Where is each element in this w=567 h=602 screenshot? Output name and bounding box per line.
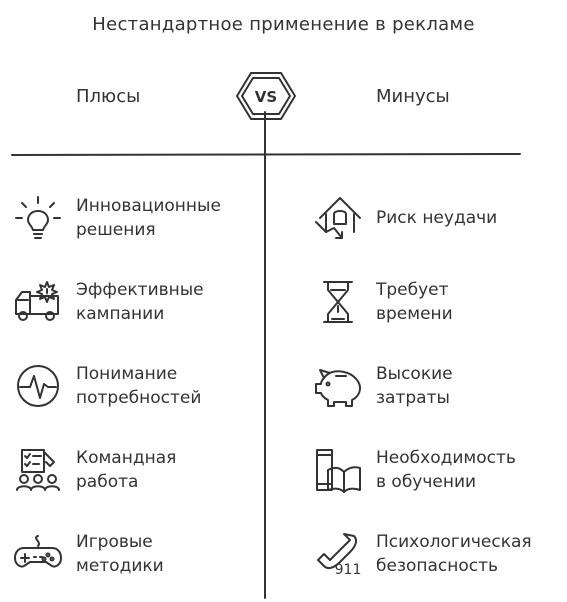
pros-item-label-line1: Инновационные <box>76 196 221 216</box>
pulse-icon <box>17 365 59 407</box>
pros-item-label-line2: работа <box>76 472 139 492</box>
phone-book-icon <box>316 449 361 493</box>
pros-item-label-line2: методики <box>76 556 164 576</box>
piggy-bank-icon <box>315 369 361 407</box>
cons-item: Высокие затраты <box>314 362 453 410</box>
pros-item: Игровые методики <box>14 530 164 578</box>
pros-heading: Плюсы <box>76 86 141 107</box>
emergency-number: 911 <box>335 562 362 578</box>
pros-item: Понимание потребностей <box>14 362 201 410</box>
pros-item-label-line2: кампании <box>76 304 165 324</box>
cons-item-label-line2: безопасность <box>376 556 499 576</box>
team-checklist-icon <box>16 449 60 491</box>
cons-item-label-line1: Риск неудачи <box>376 208 498 228</box>
lightbulb-icon <box>15 196 61 239</box>
cons-item: Требует времени <box>314 278 453 326</box>
cons-item: Риск неудачи <box>314 194 497 242</box>
cons-item-label-line2: в обучении <box>376 472 477 492</box>
vs-label: VS <box>255 88 277 106</box>
cons-heading: Минусы <box>376 86 450 107</box>
pros-item: Командная работа <box>14 446 176 494</box>
cons-item: 911 Психологическая безопасность <box>314 530 532 578</box>
pros-item-label-line1: Командная <box>76 448 177 468</box>
hourglass-icon <box>323 281 353 323</box>
gamepad-icon <box>14 535 62 568</box>
cons-item: Необходимость в обучении <box>314 446 516 494</box>
house-down-icon <box>315 197 361 239</box>
vertical-divider <box>263 111 267 599</box>
cons-item-label-line1: Необходимость <box>376 448 516 468</box>
pros-item-label-line1: Эффективные <box>76 280 204 300</box>
cons-item-label-line2: времени <box>376 304 453 324</box>
emergency-phone-icon: 911 <box>317 533 362 578</box>
cons-item-label-line1: Психологическая <box>376 532 532 552</box>
pros-item-label-line1: Игровые <box>76 532 153 552</box>
pros-item: Инновационные решения <box>14 194 221 242</box>
vs-badge: VS <box>236 72 296 120</box>
pros-item: Эффективные кампании <box>14 278 204 326</box>
diagram-title: Нестандартное применение в рекламе <box>92 14 475 35</box>
delivery-truck-icon <box>15 281 59 321</box>
cons-item-label-line2: затраты <box>376 388 450 408</box>
cons-item-label-line1: Высокие <box>376 364 453 384</box>
cons-item-label-line1: Требует <box>376 280 449 300</box>
pros-item-label-line2: потребностей <box>76 388 202 408</box>
pros-item-label-line1: Понимание <box>76 364 178 384</box>
pros-item-label-line2: решения <box>76 220 156 240</box>
horizontal-divider <box>11 153 521 156</box>
